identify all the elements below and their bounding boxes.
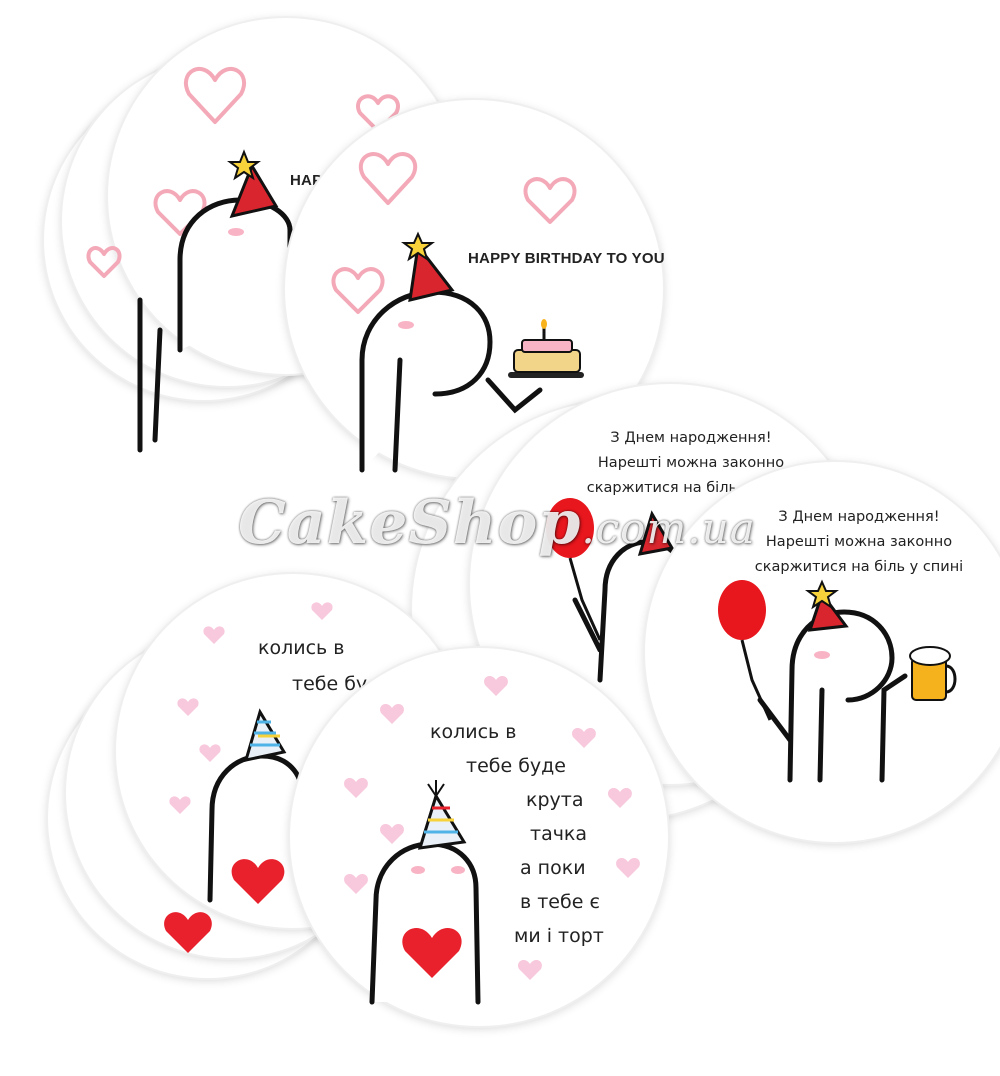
- sticker-car-line3: крута: [526, 789, 584, 811]
- sticker-ua-front-line3: скаржитися на біль у спині: [754, 559, 964, 575]
- sticker-car-back-line1: колись в: [258, 637, 345, 659]
- sticker-car-line5: а поки: [520, 857, 586, 879]
- sticker-car-line7: ми і торт: [514, 925, 604, 947]
- sticker-car-line1: колись в: [430, 721, 517, 743]
- sticker-car-line2: тебе буде: [466, 755, 566, 777]
- sticker-ua-back-line1: З Днем народження!: [610, 430, 772, 446]
- sticker-car-line4: тачка: [530, 823, 588, 845]
- sticker-happy-birthday-text: HAPPY BIRTHDAY TO YOU: [468, 250, 665, 267]
- sticker-ua-front-line1: З Днем народження!: [778, 509, 940, 525]
- sticker-car-line6: в тебе є: [520, 891, 600, 913]
- sticker-ua-back-line2: Нарешті можна законно: [597, 455, 785, 471]
- sticker-ua-front-line2: Нарешті можна законно: [765, 534, 953, 550]
- watermark: CakeShop.com.ua: [238, 488, 756, 558]
- watermark-domain: .com.ua: [581, 504, 756, 553]
- watermark-brand: CakeShop: [238, 488, 582, 558]
